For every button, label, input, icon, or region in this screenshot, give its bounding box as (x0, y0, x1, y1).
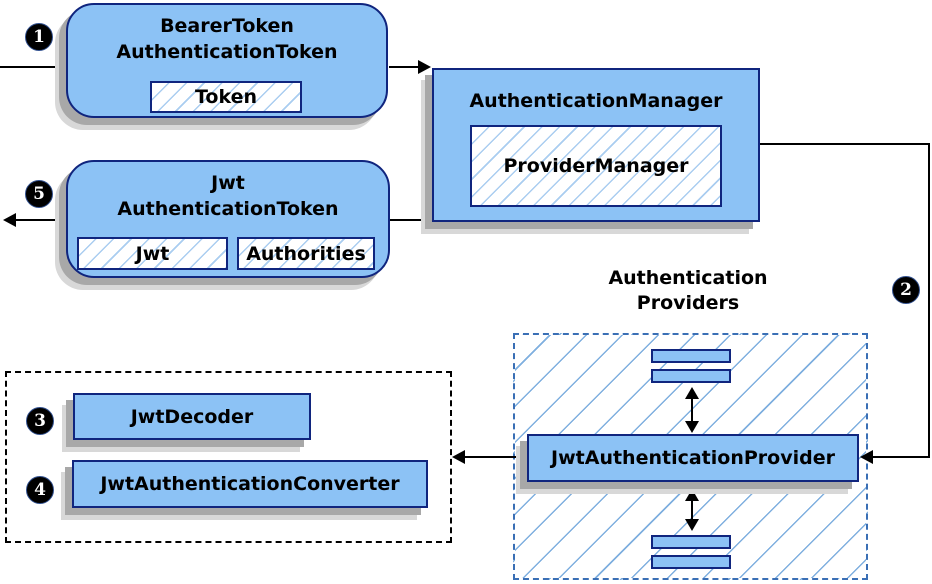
authorities-field: Authorities (237, 237, 375, 270)
jwt-helpers-group (5, 371, 452, 543)
authentication-providers-label: Authentication Providers (563, 266, 813, 316)
jwt-authentication-token-box: Jwt AuthenticationToken Jwt Authorities (66, 160, 390, 278)
jwt-token-title-line2: AuthenticationToken (117, 198, 339, 220)
bearer-token-authentication-token-box: BearerToken AuthenticationToken Token (66, 3, 388, 118)
step-1-badge: 1 (25, 23, 53, 51)
authentication-providers-label-line2: Providers (636, 292, 740, 314)
manager-to-provider-line-right (928, 143, 930, 457)
jwt-token-title: Jwt AuthenticationToken (68, 170, 388, 222)
stack-arrow-bottom-down-icon (685, 519, 699, 531)
provider-manager-label: ProviderManager (503, 155, 689, 177)
bearer-to-manager-arrowhead-icon (418, 60, 431, 74)
jwt-authentication-converter-box: JwtAuthenticationConverter (72, 460, 428, 508)
jwt-decoder-label: JwtDecoder (130, 405, 254, 428)
jwt-authentication-converter-label: JwtAuthenticationConverter (100, 473, 400, 495)
stack-arrow-bottom-up-icon (685, 489, 699, 501)
authentication-manager-title: AuthenticationManager (469, 90, 723, 112)
jwt-authentication-provider-label: JwtAuthenticationProvider (551, 447, 835, 469)
authorities-field-label: Authorities (246, 242, 366, 265)
provider-manager-field: ProviderManager (470, 125, 722, 207)
token-field-label: Token (194, 86, 258, 108)
provider-to-helpers-line (464, 456, 527, 458)
bearer-token-title-line2: AuthenticationToken (116, 41, 338, 63)
token-field: Token (150, 81, 302, 113)
provider-stack-bar (651, 369, 731, 383)
jwt-token-out-line (15, 219, 66, 221)
manager-to-jwt-token-line (390, 219, 432, 221)
bearer-token-title-line1: BearerToken (160, 15, 294, 37)
bearer-token-title: BearerToken AuthenticationToken (68, 13, 386, 65)
step-5-badge: 5 (25, 180, 53, 208)
manager-to-provider-line-bottom (872, 456, 930, 458)
step-2-badge: 2 (892, 276, 920, 304)
jwt-decoder-box: JwtDecoder (73, 393, 311, 440)
stack-arrow-top-down-icon (685, 421, 699, 433)
stack-arrow-bottom-line (691, 498, 693, 521)
jwt-token-title-line1: Jwt (211, 172, 245, 194)
jwt-authentication-provider-box: JwtAuthenticationProvider (527, 434, 859, 482)
stack-arrow-top-line (691, 396, 693, 423)
bearer-to-manager-line (389, 66, 420, 68)
authentication-manager-box: AuthenticationManager ProviderManager (432, 68, 760, 222)
provider-stack-bar (651, 535, 731, 549)
provider-stack-bar (651, 349, 731, 363)
provider-stack-bar (651, 555, 731, 569)
stack-arrow-top-up-icon (685, 387, 699, 399)
provider-to-helpers-arrowhead-icon (452, 450, 465, 464)
manager-to-provider-line-top (760, 143, 930, 145)
jwt-field: Jwt (77, 237, 228, 270)
step-3-badge: 3 (26, 407, 54, 435)
authentication-providers-label-line1: Authentication (608, 267, 768, 289)
manager-to-provider-arrowhead-icon (860, 450, 873, 464)
jwt-token-out-arrowhead-icon (3, 213, 16, 227)
incoming-request-line (0, 66, 66, 68)
step-4-badge: 4 (26, 476, 54, 504)
jwt-field-label: Jwt (135, 242, 170, 265)
